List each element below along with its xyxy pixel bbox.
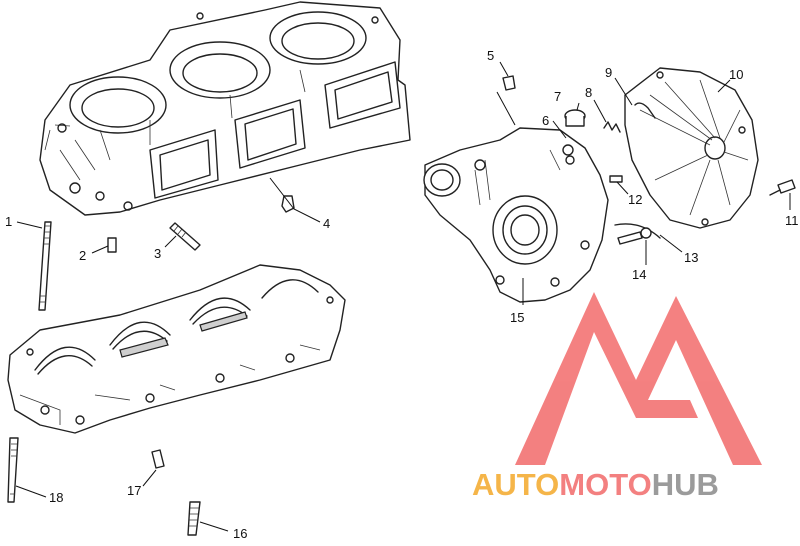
stator-housing [423, 127, 609, 303]
cover-plate [624, 67, 759, 229]
callout-10: 10 [729, 67, 743, 82]
callout-6: 6 [542, 113, 549, 128]
callout-labels: 1 2 3 4 5 6 7 8 9 10 11 12 13 14 15 16 1… [5, 48, 799, 541]
lower-crankcase [7, 264, 346, 434]
watermark-text-moto: MOTO [559, 467, 651, 502]
callout-3: 3 [154, 246, 161, 261]
watermark-text: AUTOMOTOHUB [472, 467, 719, 502]
callout-14: 14 [632, 267, 646, 282]
watermark-text-auto: AUTO [472, 467, 559, 502]
callout-13: 13 [684, 250, 698, 265]
leader-lines [15, 61, 791, 532]
callout-1: 1 [5, 214, 12, 229]
callout-18: 18 [49, 490, 63, 505]
small-parts [7, 75, 796, 536]
upper-crankcase [39, 1, 411, 216]
watermark: AUTOMOTOHUB [472, 292, 762, 502]
callout-2: 2 [79, 248, 86, 263]
callout-17: 17 [127, 483, 141, 498]
callout-4: 4 [323, 216, 330, 231]
callout-8: 8 [585, 85, 592, 100]
callout-5: 5 [487, 48, 494, 63]
callout-9: 9 [605, 65, 612, 80]
watermark-logo-icon [515, 292, 762, 465]
watermark-text-hub: HUB [652, 467, 719, 502]
callout-16: 16 [233, 526, 247, 541]
callout-12: 12 [628, 192, 642, 207]
callout-15: 15 [510, 310, 524, 325]
callout-7: 7 [554, 89, 561, 104]
callout-11: 11 [785, 213, 799, 228]
